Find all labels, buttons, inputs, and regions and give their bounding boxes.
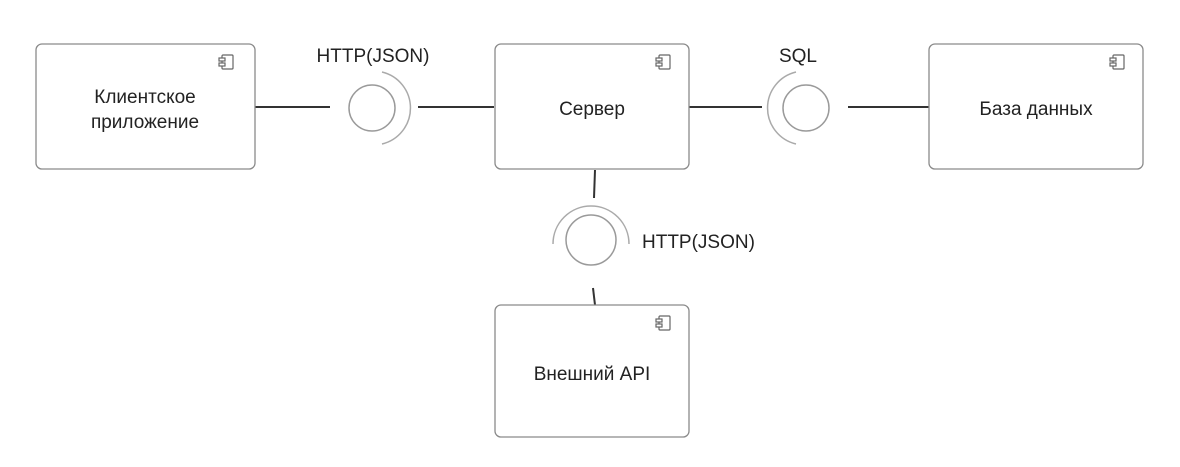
interface-server-db-label: SQL (779, 46, 817, 67)
interface-server-api-label: HTTP(JSON) (642, 232, 755, 253)
provided-interface-ball (348, 84, 396, 132)
component-server-label: Сервер (559, 99, 625, 120)
required-interface-socket (766, 71, 797, 145)
component-server[interactable]: Сервер (494, 43, 690, 170)
connector-api-iface-to-api (592, 287, 596, 306)
provided-interface-ball (782, 84, 830, 132)
interface-http-server-api[interactable] (552, 205, 630, 266)
interface-http-client-server[interactable] (348, 71, 412, 145)
component-client-label-line1: Клиентское (94, 87, 195, 108)
required-interface-socket (552, 205, 630, 245)
connector-server-to-api-iface (593, 169, 596, 199)
component-database-label: База данных (979, 99, 1093, 120)
required-interface-socket (381, 71, 412, 145)
component-client-label-line2: приложение (91, 112, 199, 133)
component-client-application[interactable]: Клиентское приложение (35, 43, 256, 170)
component-external-api-label: Внешний API (534, 364, 651, 385)
provided-interface-ball (565, 214, 617, 266)
component-database[interactable]: База данных (928, 43, 1144, 170)
interface-sql-server-database[interactable] (766, 71, 830, 145)
interface-client-server-label: HTTP(JSON) (317, 46, 430, 67)
component-external-api[interactable]: Внешний API (494, 304, 690, 438)
